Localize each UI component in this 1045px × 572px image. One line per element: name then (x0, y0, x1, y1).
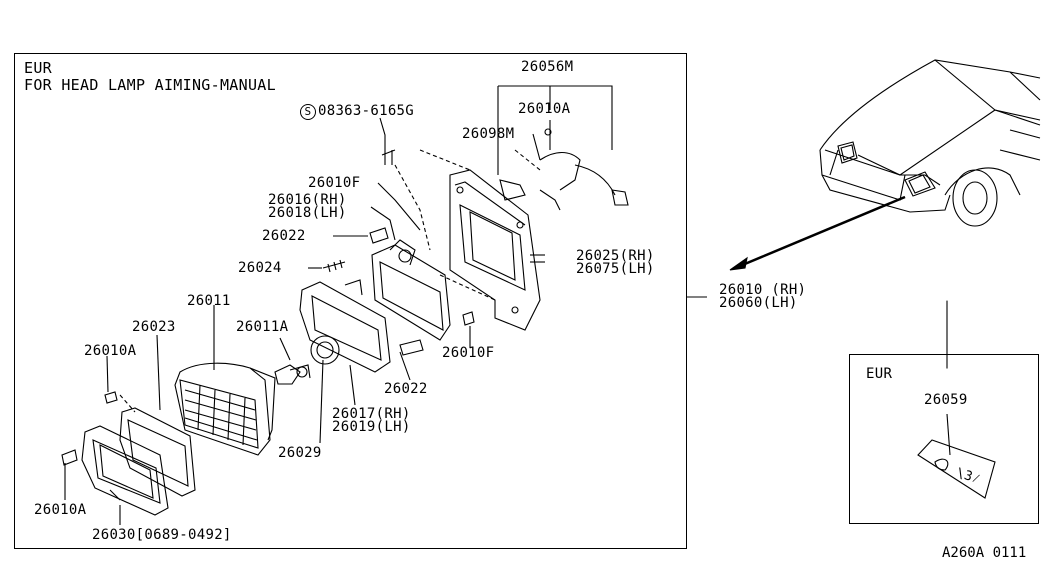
lamp-unit-shape (174, 362, 276, 456)
callout-screw-lower: 26010F (442, 345, 495, 361)
diagram-subtitle: FOR HEAD LAMP AIMING-MANUAL (24, 76, 276, 94)
callout-bezel: 26030[0689-0492] (92, 527, 232, 543)
callout-rim: 26023 (132, 319, 176, 335)
callout-adjuster-lower: 26022 (384, 381, 428, 397)
callout-bracket-lh: 26075(LH) (576, 261, 655, 277)
bulb-shape (274, 364, 311, 385)
label-sticker-shape (917, 300, 996, 499)
harness-shape (499, 128, 629, 211)
bracket-shape (449, 169, 545, 331)
bezel-shape (81, 425, 169, 516)
callout-socket: 26098M (462, 126, 515, 142)
callout-mount-lh: 26019(LH) (332, 419, 411, 435)
callout-label-part: 26059 (924, 392, 968, 408)
callout-screw-top: 26010A (518, 101, 571, 117)
callout-housing-rh: 26016(RH) (268, 192, 347, 208)
callout-assembly-lh: 26060(LH) (719, 295, 798, 311)
callout-assembly-rh: 26010 (RH) (719, 282, 807, 298)
inset-frame (849, 354, 1039, 524)
callout-screw-left: 26010A (84, 343, 137, 359)
rim-shape (119, 407, 196, 497)
bolt-number: 08363-6165G (318, 103, 415, 119)
callout-spring: 26024 (238, 260, 282, 276)
callout-screw-upper: 26010F (308, 175, 361, 191)
region-label: EUR (24, 59, 52, 77)
callout-bulb: 26011A (236, 319, 289, 335)
car-illustration (819, 59, 1041, 227)
callout-housing-lh: 26018(LH) (268, 205, 347, 221)
callout-adjuster-upper: 26022 (262, 228, 306, 244)
drawing-reference: A260A 0111 (942, 545, 1027, 561)
callout-screw-bottom: 26010A (34, 502, 87, 518)
mount-frame-shape (299, 279, 391, 373)
inset-region-label: EUR (866, 366, 893, 382)
callout-mount-rh: 26017(RH) (332, 406, 411, 422)
callout-bulb-cap: 26029 (278, 445, 322, 461)
main-diagram-frame (14, 53, 687, 549)
callout-bracket-rh: 26025(RH) (576, 248, 655, 264)
callout-lamp-unit: 26011 (187, 293, 231, 309)
callout-harness: 26056M (521, 59, 574, 75)
standard-part-symbol: S (300, 104, 316, 120)
housing-shape (371, 239, 451, 341)
